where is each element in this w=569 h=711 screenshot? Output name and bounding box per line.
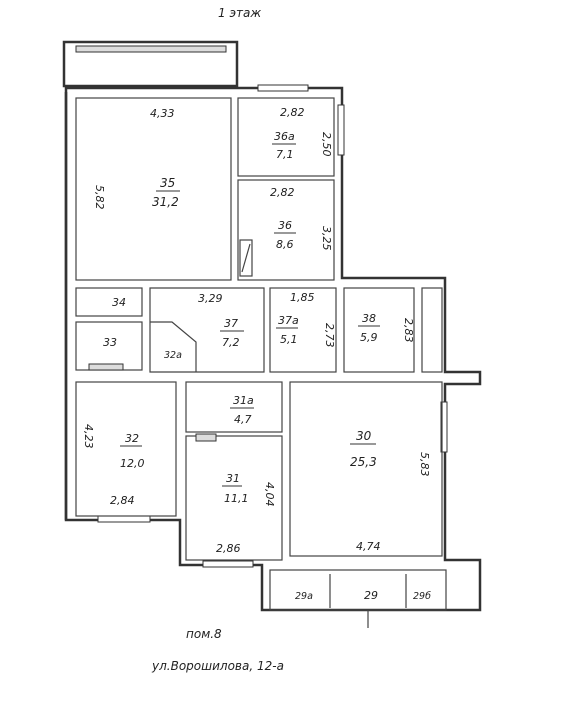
room-36: 2,82 3,25 36 8,6 [270, 186, 333, 251]
room-36a: 2,82 2,50 36а 7,1 [272, 106, 333, 161]
room-31: 31 11,1 4,04 2,86 [216, 472, 276, 555]
room-35-area: 31,2 [152, 195, 179, 209]
room-36-dim-height: 3,25 [320, 226, 333, 251]
room-35-number: 35 [160, 176, 175, 190]
room-37-dim-width: 3,29 [198, 292, 223, 305]
room-37-number: 37 [224, 317, 238, 330]
room-30: 30 25,3 5,83 4,74 [350, 429, 431, 553]
room-37a-number: 37а [278, 314, 299, 327]
room-33-number: 33 [103, 336, 117, 349]
room-36-area: 8,6 [276, 238, 294, 251]
room-31a-area: 4,7 [234, 413, 252, 426]
room-37a-dim-height: 2,73 [323, 323, 336, 348]
annex-29 [269, 569, 447, 628]
room-37a-area: 5,1 [280, 333, 298, 346]
room-36-number: 36 [278, 219, 292, 232]
room-36a-dim-height: 2,50 [320, 132, 333, 157]
room-34-number: 34 [112, 296, 126, 309]
windows [97, 84, 448, 568]
room-36a-area: 7,1 [276, 148, 294, 161]
premises-label: пом.8 [186, 627, 222, 641]
room-38-area: 5,9 [360, 331, 378, 344]
room-37-area: 7,2 [222, 336, 240, 349]
room-31-number: 31 [226, 472, 240, 485]
room-32-dim-width: 2,84 [110, 494, 135, 507]
room-29b-number: 29б [413, 591, 431, 602]
room-31a: 31а 4,7 [230, 394, 254, 426]
room-36a-number: 36а [274, 130, 295, 143]
room-29-number: 29 [364, 589, 378, 602]
room-32-dim-height: 4,23 [82, 424, 95, 449]
room-29a-number: 29а [295, 591, 313, 602]
room-36-dim-width: 2,82 [270, 186, 295, 199]
balcony [62, 40, 239, 88]
room-38: 2,83 38 5,9 [358, 312, 415, 344]
room-31a-number: 31а [233, 394, 254, 407]
floor-label: 1 этаж [218, 6, 261, 20]
interior-walls [75, 97, 443, 561]
room-37a-dim-width: 1,85 [290, 291, 315, 304]
room-30-number: 30 [356, 429, 372, 443]
room-37: 3,29 37 7,2 [198, 292, 244, 349]
room-32-number: 32 [125, 432, 139, 445]
room-32: 4,23 32 12,0 2,84 [82, 424, 145, 507]
room-32-area: 12,0 [120, 457, 145, 470]
room-31-area: 11,1 [224, 492, 249, 505]
room-38-dim-height: 2,83 [402, 318, 415, 343]
room-36a-dim-width: 2,82 [280, 106, 305, 119]
room-30-area: 25,3 [350, 455, 377, 469]
outer-walls [64, 86, 482, 612]
room-30-dim-width: 4,74 [356, 540, 381, 553]
room-32a-number: 32а [164, 350, 182, 361]
room-30-dim-height: 5,83 [418, 452, 431, 477]
room-31-dim-width: 2,86 [216, 542, 241, 555]
room-38-number: 38 [362, 312, 376, 325]
room-37a: 1,85 2,73 37а 5,1 [276, 291, 336, 348]
room-31-dim-height: 4,04 [263, 482, 276, 507]
room-35: 4,33 5,82 35 31,2 [93, 107, 180, 210]
room-35-dim-height: 5,82 [93, 185, 106, 210]
room-35-dim-width: 4,33 [150, 107, 175, 120]
address-label: ул.Ворошилова, 12-а [151, 659, 284, 673]
